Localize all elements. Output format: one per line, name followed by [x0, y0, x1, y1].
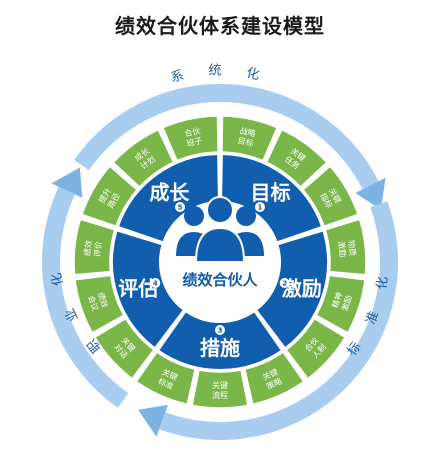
svg-text:目标: 目标	[237, 135, 255, 148]
segment-ring: 目标1战略目标关键任务关键指标激励2物质激励精神激励合伙人制措施3关键策略关键流…	[73, 115, 367, 409]
segment-number-badge	[279, 278, 290, 289]
svg-text:绩效: 绩效	[96, 291, 110, 309]
sub-box	[301, 165, 359, 228]
svg-text:流程: 流程	[212, 390, 228, 400]
sub-box	[243, 351, 305, 406]
segment-number: 2	[282, 280, 287, 288]
svg-text:关键: 关键	[212, 380, 228, 390]
svg-text:激励: 激励	[337, 241, 349, 258]
sub-box	[324, 218, 367, 276]
ring-arrowhead	[355, 177, 386, 210]
svg-text:战略: 战略	[239, 125, 257, 138]
segment-number-badge	[254, 201, 265, 212]
segment-label: 成长	[149, 180, 190, 204]
sub-box	[191, 369, 249, 409]
svg-text:合伙: 合伙	[183, 125, 201, 138]
sub-box	[265, 128, 328, 189]
segment-number-badge	[175, 201, 186, 212]
sub-box	[221, 115, 279, 162]
svg-text:物质: 物质	[346, 240, 358, 257]
sub-box	[112, 128, 175, 189]
sub-box	[81, 165, 139, 228]
sub-box	[161, 115, 219, 162]
segment-number-badge	[150, 278, 161, 289]
center-label: 绩效合伙人	[182, 271, 258, 289]
segment-number-badge	[215, 325, 225, 335]
sub-label: 绩效评价	[82, 240, 104, 258]
sub-box	[93, 317, 155, 380]
svg-text:绩效: 绩效	[82, 240, 94, 257]
ring-arc	[74, 84, 379, 190]
sub-box	[74, 274, 125, 334]
sub-box	[285, 317, 347, 380]
segment-number: 1	[258, 203, 263, 211]
segment-number: 5	[178, 203, 183, 211]
svg-text:班子: 班子	[186, 135, 204, 148]
page-title: 绩效合伙体系建设模型	[115, 14, 325, 38]
sub-box	[135, 351, 197, 406]
outer-ring	[42, 84, 399, 440]
svg-text:精神: 精神	[330, 291, 344, 309]
segment-number: 4	[153, 280, 158, 288]
segment-label: 目标	[251, 180, 291, 204]
svg-text:评价: 评价	[93, 241, 104, 258]
segment-number: 3	[218, 327, 223, 335]
ring-label-systematization: 系 统 化	[169, 64, 260, 86]
svg-text:激励: 激励	[339, 294, 353, 312]
segment-label: 措施	[200, 336, 240, 360]
people-icon	[176, 196, 264, 263]
sub-box	[315, 274, 366, 334]
ring-arrowhead	[138, 404, 169, 437]
ring-arc	[42, 186, 129, 408]
svg-text:系 统 化: 系 统 化	[169, 64, 270, 86]
ring-arc	[159, 201, 399, 440]
svg-text:会议: 会议	[86, 294, 100, 312]
sub-box	[73, 218, 116, 276]
ring-arrowhead	[51, 167, 83, 198]
